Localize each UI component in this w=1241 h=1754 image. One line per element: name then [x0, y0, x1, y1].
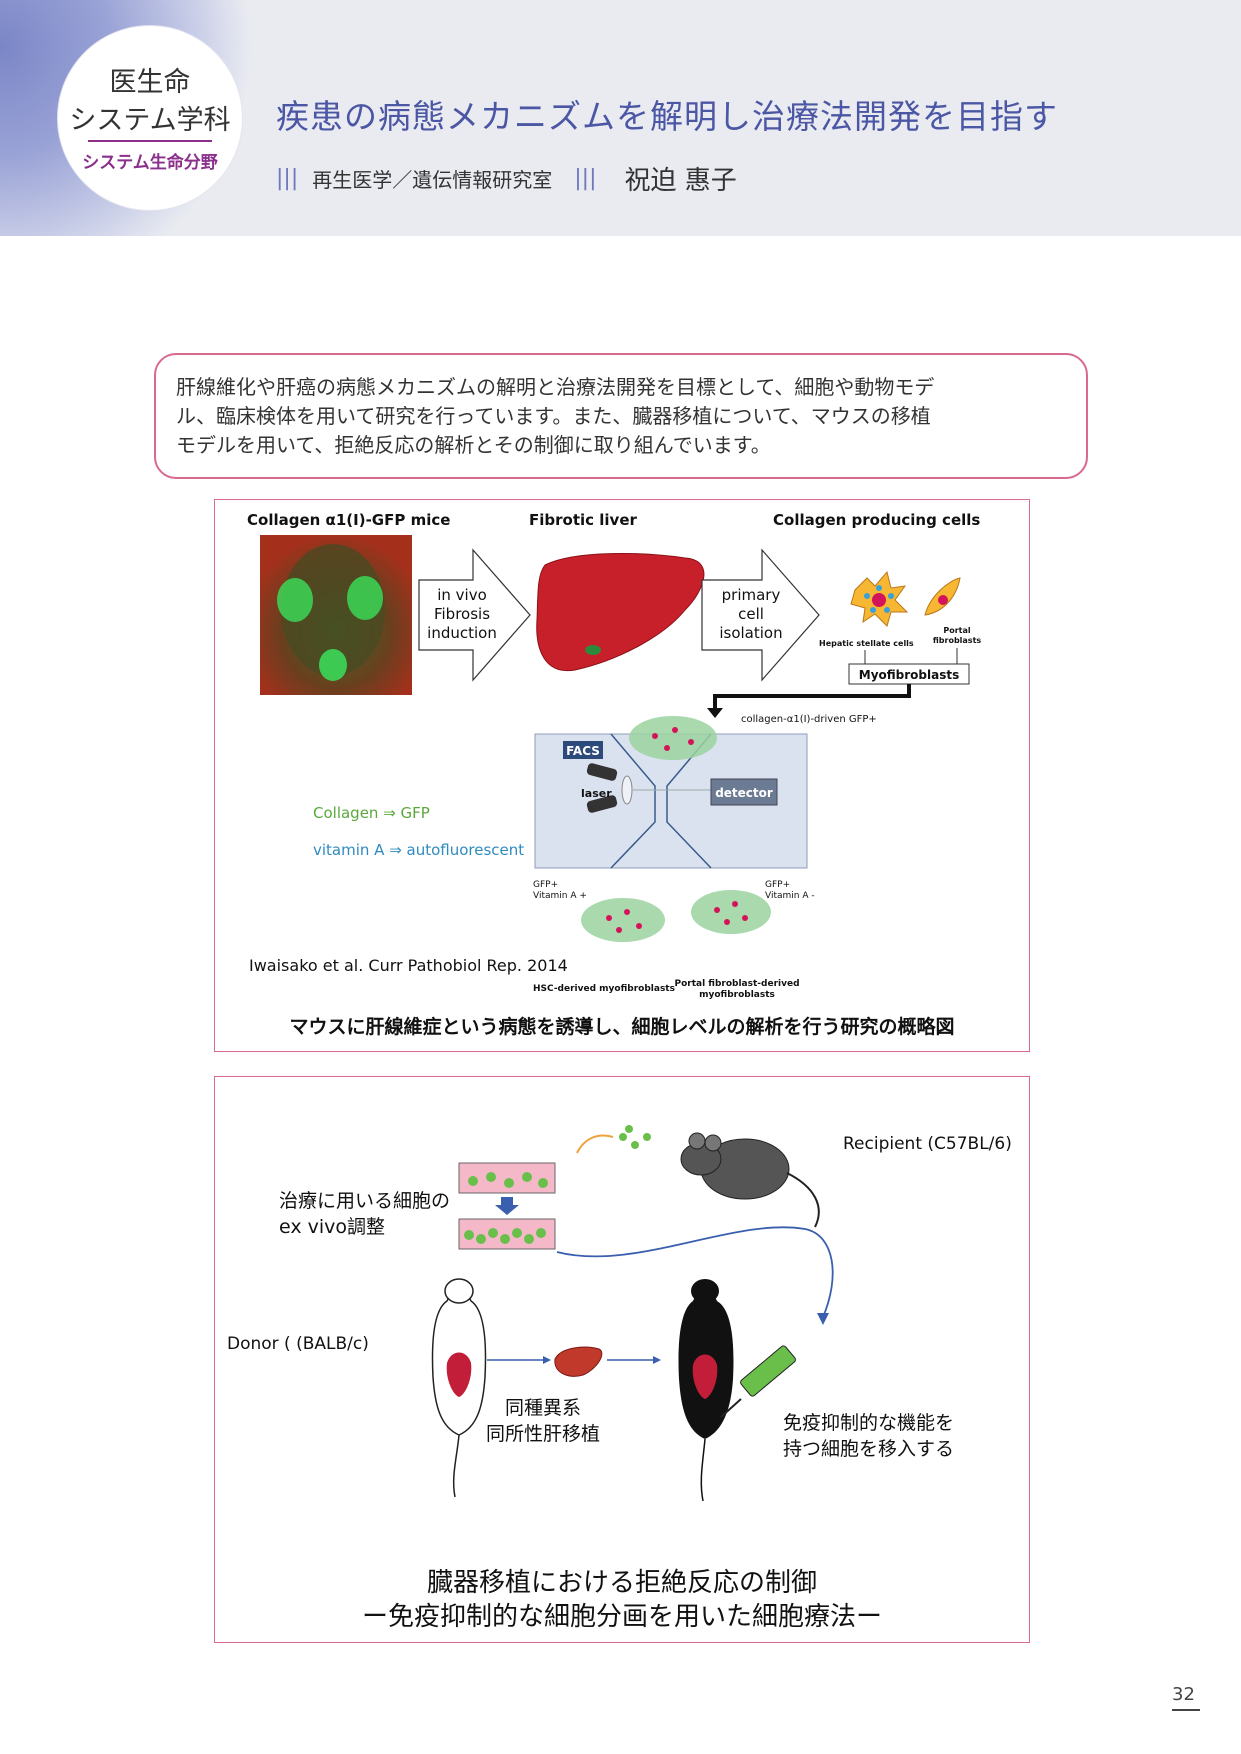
cell-dots-icon — [619, 1125, 651, 1149]
figure-fibrosis: Collagen α1(I)-GFP mice Fibrotic liver C… — [214, 499, 1030, 1052]
page-header: 医生命 システム学科 システム生命分野 疾患の病態メカニズムを解明し治療法開発を… — [0, 0, 1241, 236]
immune-label: 免疫抑制的な機能を — [783, 1412, 954, 1434]
intro-box: 肝線維化や肝癌の病態メカニズムの解明と治療法開発を目標として、細胞や動物モデ ル… — [154, 353, 1088, 479]
portal-label: fibroblasts — [933, 636, 982, 645]
facs-panel: FACS laser detector — [534, 733, 808, 869]
collagen-driven-label: collagen-α1(I)-driven GFP+ — [741, 714, 877, 725]
left-out-label: GFP+ — [533, 880, 558, 890]
right-out-label: GFP+ — [765, 880, 790, 890]
donor-label: Donor ( (BALB/c) — [227, 1334, 369, 1354]
intro-line: ル、臨床検体を用いて研究を行っています。また、臓器移植について、マウスの移植 — [176, 404, 931, 428]
figure-transplant: Recipient (C57BL/6) 治療に用いる細胞の ex vivo調整 … — [214, 1076, 1030, 1643]
intro-line: モデルを用いて、拒絶反応の解析とその制御に取り組んでいます。 — [176, 433, 771, 457]
hsc-label: Hepatic stellate cells — [819, 639, 914, 648]
recipient-mouse-icon — [680, 1132, 820, 1228]
arrow-primary-isolation: primary cell isolation — [701, 548, 820, 682]
laser-label: laser — [581, 787, 612, 800]
hsc-derived-label: HSC-derived myofibroblasts — [533, 984, 675, 994]
legend-vitamin: vitamin A ⇒ autofluorescent — [313, 841, 524, 859]
badge-rule — [88, 140, 212, 142]
legend-collagen: Collagen ⇒ GFP — [313, 804, 430, 822]
culture-dish-bottom — [458, 1218, 556, 1250]
culture-dish-top — [458, 1162, 556, 1194]
cell-cluster-right — [691, 890, 771, 934]
immune-label: 持つ細胞を移入する — [783, 1438, 954, 1460]
arrow2-line: cell — [738, 605, 764, 623]
arrow-fibrosis-induction: in vivo Fibrosis induction — [418, 548, 531, 682]
badge-line-1: 医生命 — [109, 67, 191, 98]
arrow2-line: primary — [722, 586, 781, 604]
gfp-mouse-image — [260, 535, 412, 695]
figure1-caption: マウスに肝線維症という病態を誘導し、細胞レベルの解析を行う研究の概略図 — [289, 1015, 954, 1038]
stellate-cell-icon — [850, 570, 909, 627]
recipient-transplanted-mouse-icon — [678, 1279, 734, 1502]
portal-derived-label: myofibroblasts — [699, 990, 775, 1000]
transplant-label: 同種異系 — [505, 1397, 581, 1419]
heading-liver: Fibrotic liver — [529, 511, 637, 529]
myofibroblasts-label: Myofibroblasts — [859, 668, 959, 682]
bar-mark: ||| — [276, 166, 299, 191]
intro-line: 肝線維化や肝癌の病態メカニズムの解明と治療法開発を目標として、細胞や動物モデ — [176, 375, 935, 399]
portal-derived-label: Portal fibroblast-derived — [674, 979, 799, 989]
department-badge: 医生命 システム学科 システム生命分野 — [58, 26, 242, 210]
donor-liver-icon — [554, 1346, 603, 1377]
bar-mark: ||| — [574, 166, 597, 191]
right-out-label: Vitamin A - — [765, 891, 815, 901]
figure-fibrosis-svg: Collagen α1(I)-GFP mice Fibrotic liver C… — [247, 511, 982, 1038]
figure2-caption: ー免疫抑制的な細胞分画を用いた細胞療法ー — [362, 1602, 882, 1632]
page-title: 疾患の病態メカニズムを解明し治療法開発を目指す — [276, 97, 1058, 136]
arrow1-line: Fibrosis — [434, 605, 490, 623]
lab-name: 再生医学／遺伝情報研究室 — [312, 168, 553, 192]
citation: Iwaisako et al. Curr Pathobiol Rep. 2014 — [249, 956, 568, 975]
ex-vivo-label: 治療に用いる細胞の — [279, 1190, 450, 1212]
arrow1-line: in vivo — [437, 586, 487, 604]
ex-vivo-label: ex vivo調整 — [279, 1216, 385, 1238]
page-number-rule — [1172, 1709, 1200, 1711]
cell-cluster-left — [581, 898, 665, 942]
syringe-icon — [720, 1345, 796, 1418]
arrow1-line: induction — [427, 624, 497, 642]
lab-line: ||| 再生医学／遺伝情報研究室 ||| 祝迫 惠子 — [276, 160, 737, 197]
recipient-label: Recipient (C57BL/6) — [843, 1134, 1012, 1154]
portal-label: Portal — [943, 626, 971, 635]
page-number: 32 — [1172, 1684, 1195, 1705]
heading-cells: Collagen producing cells — [773, 511, 980, 529]
arrow2-line: isolation — [719, 624, 782, 642]
detector-label: detector — [715, 786, 773, 800]
donor-mouse-icon — [431, 1278, 487, 1498]
liver-image — [536, 553, 705, 672]
figure-transplant-svg: Recipient (C57BL/6) 治療に用いる細胞の ex vivo調整 … — [227, 1125, 1012, 1632]
transplant-label: 同所性肝移植 — [486, 1423, 600, 1445]
figure2-caption: 臓器移植における拒絶反応の制御 — [427, 1568, 817, 1598]
heading-mice: Collagen α1(I)-GFP mice — [247, 511, 450, 529]
badge-line-3: システム生命分野 — [82, 153, 218, 173]
left-out-label: Vitamin A + — [533, 891, 587, 901]
badge-line-2: システム学科 — [69, 105, 231, 136]
facs-label: FACS — [566, 744, 600, 758]
cell-cluster-top — [629, 716, 717, 760]
researcher-name: 祝迫 惠子 — [624, 166, 737, 196]
portal-fibroblast-icon — [924, 577, 961, 616]
